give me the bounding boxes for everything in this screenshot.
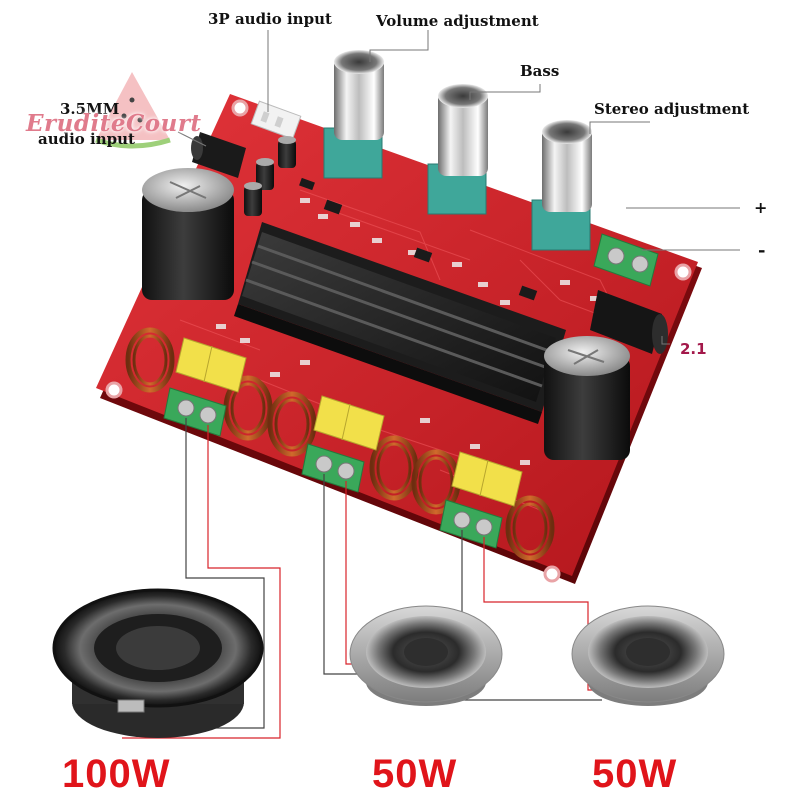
power-label-woofer: 100W <box>62 752 171 796</box>
left-speaker <box>349 605 503 706</box>
bass-output-terminal <box>163 387 227 437</box>
silkscreen-outl: OUTL+ <box>315 495 345 512</box>
3p-audio-input-connector <box>250 100 302 140</box>
label-3p-audio-input: 3P audio input <box>208 10 332 28</box>
stereo-knob <box>531 120 592 251</box>
inductors <box>125 327 555 561</box>
heatsink <box>234 222 566 424</box>
label-3-5mm: 3.5MM <box>60 100 120 118</box>
power-terminal <box>593 233 659 287</box>
label-volume-adjustment: Volume adjustment <box>376 12 539 30</box>
label-audio-input: audio input <box>38 130 135 148</box>
bass-knob <box>427 84 488 215</box>
silkscreen-bass: BASS+ <box>175 441 204 458</box>
power-label-left: 50W <box>372 752 458 796</box>
left-output-terminal <box>301 443 365 493</box>
main-capacitor-right <box>544 336 630 460</box>
label-2-1: 2.1 <box>680 340 707 358</box>
watermark-logo-text: EruditeCourt <box>26 110 202 137</box>
woofer-speaker <box>52 588 264 738</box>
callout-lines <box>177 30 740 345</box>
watermelon-logo-icon <box>95 72 171 149</box>
label-stereo-adjustment: Stereo adjustment <box>594 100 750 118</box>
label-plus: + <box>754 198 768 217</box>
volume-knob <box>323 50 384 179</box>
3-5mm-audio-jack <box>191 132 246 178</box>
right-speaker <box>571 605 725 706</box>
label-bass: Bass <box>520 62 560 80</box>
silkscreen-outr: OUTR+ <box>453 551 484 569</box>
right-output-terminal <box>439 499 503 549</box>
power-label-right: 50W <box>592 752 678 796</box>
main-capacitor-left <box>142 168 234 300</box>
small-capacitors <box>244 136 296 216</box>
output-filter-caps <box>175 337 523 507</box>
label-minus: - <box>758 240 766 261</box>
